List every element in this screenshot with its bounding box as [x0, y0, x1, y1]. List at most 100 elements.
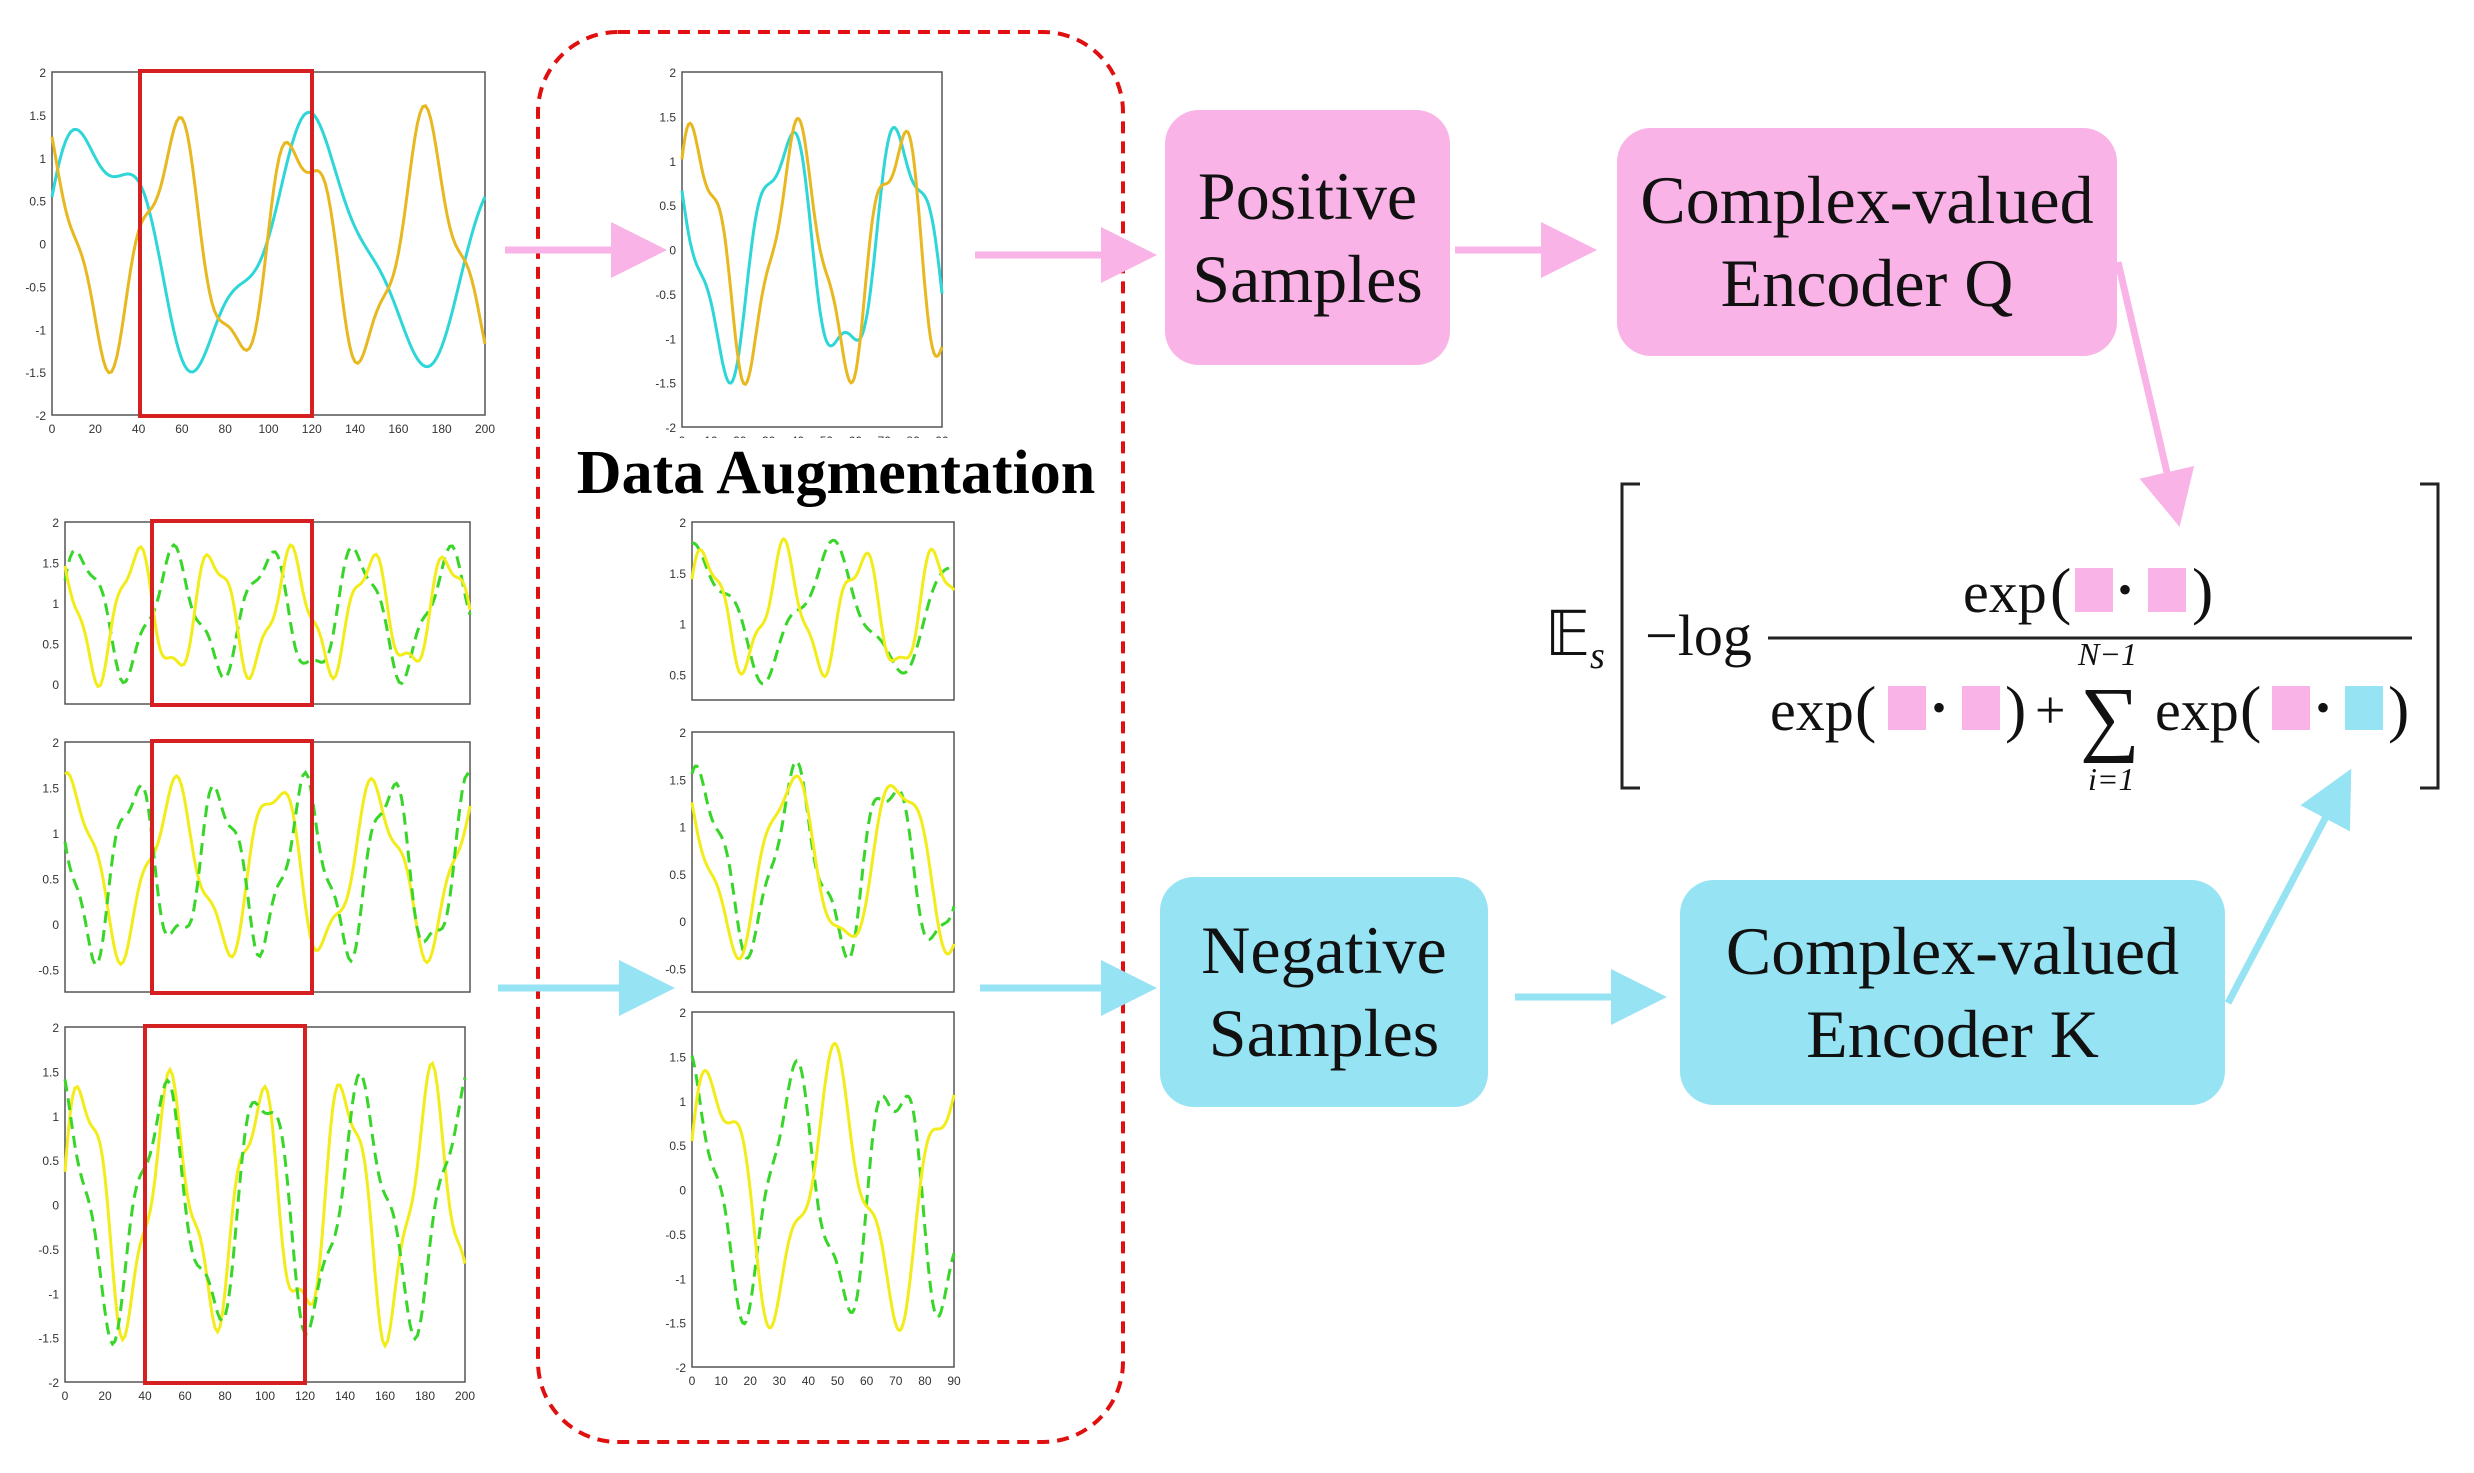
y-tick-label: 1 [679, 1095, 686, 1109]
series-line [690, 1055, 956, 1326]
original-plot-2: 21.510.50 [42, 516, 472, 707]
x-tick-label: 70 [889, 1374, 903, 1388]
numerator-query-square [2075, 568, 2113, 612]
sum-symbol: ∑ [2080, 671, 2140, 764]
y-tick-label: 0 [669, 244, 676, 258]
y-tick-label: 0 [52, 1199, 59, 1213]
sum-lower-limit: i=1 [2088, 761, 2134, 797]
series-line [63, 769, 472, 967]
y-tick-label: -1.5 [665, 1317, 686, 1331]
data-augmentation-label: Data Augmentation [556, 438, 1116, 509]
y-tick-label: 0 [679, 915, 686, 929]
x-tick-label: 180 [432, 422, 452, 436]
y-tick-label: 1 [52, 827, 59, 841]
y-tick-label: -2 [675, 1361, 686, 1375]
selection-window [150, 519, 314, 707]
y-tick-label: -2 [48, 1376, 59, 1390]
series-line [690, 774, 956, 961]
denominator-lparen-1: ( [1855, 673, 1876, 744]
y-tick-label: 1.5 [42, 1065, 59, 1079]
y-tick-label: 2 [52, 736, 59, 750]
x-tick-label: 40 [802, 1374, 816, 1388]
x-tick-label: 20 [89, 422, 103, 436]
x-tick-label: 120 [302, 422, 322, 436]
y-tick-label: 0.5 [669, 669, 686, 683]
positive-samples-line2: Samples [1192, 240, 1423, 317]
y-tick-label: -0.5 [38, 1243, 59, 1257]
series-line [63, 542, 472, 689]
right-bracket [2420, 482, 2440, 790]
x-tick-label: 0 [49, 422, 56, 436]
negative-samples-line1: Negative [1201, 912, 1447, 989]
x-tick-label: 40 [138, 1389, 152, 1403]
y-tick-label: 2 [679, 726, 686, 740]
y-tick-label: 0.5 [659, 199, 676, 213]
y-tick-label: -2 [665, 421, 676, 435]
neg-log: −log [1645, 603, 1752, 668]
y-tick-label: 1 [679, 821, 686, 835]
numerator-exp: exp [1963, 560, 2047, 625]
encoder-q-box: Complex-valued Encoder Q [1617, 128, 2117, 356]
denominator-dot-1: • [1932, 685, 1946, 730]
y-tick-label: 1 [39, 152, 46, 166]
left-bracket [1620, 482, 1640, 790]
encoder-k-box: Complex-valued Encoder K [1680, 880, 2225, 1105]
denominator-positive-key-square [1962, 686, 2000, 730]
expectation-subscript: s [1590, 635, 1605, 677]
x-tick-label: 120 [295, 1389, 315, 1403]
y-tick-label: 0.5 [669, 868, 686, 882]
y-tick-label: -0.5 [665, 1228, 686, 1242]
numerator-dot: • [2118, 567, 2132, 612]
denominator-query-square-2 [2272, 686, 2310, 730]
y-tick-label: 0.5 [29, 195, 46, 209]
x-tick-label: 90 [947, 1374, 961, 1388]
arrow-encoder-k-to-formula [2224, 768, 2352, 1005]
x-tick-label: 50 [831, 1374, 845, 1388]
x-tick-label: 100 [255, 1389, 275, 1403]
y-tick-label: 2 [669, 66, 676, 80]
selection-window [138, 69, 314, 418]
x-tick-label: 40 [132, 422, 146, 436]
y-tick-label: 0.5 [669, 1139, 686, 1153]
y-tick-label: 0 [52, 918, 59, 932]
expectation-symbol: 𝔼 [1545, 601, 1590, 669]
y-tick-label: 1 [52, 597, 59, 611]
x-tick-label: 80 [918, 1374, 932, 1388]
y-tick-label: 1.5 [659, 110, 676, 124]
y-tick-label: 2 [679, 1006, 686, 1020]
encoder-k-line1: Complex-valued [1725, 912, 2180, 989]
plot-frame [64, 1026, 466, 1383]
denominator-exp-1: exp [1770, 678, 1854, 743]
denominator-rparen-2: ) [2388, 673, 2409, 744]
positive-samples-line1: Positive [1197, 157, 1418, 234]
infonce-formula: 𝔼 s −log exp ( • ) exp ( • ) + N−1 ∑ i=1… [1545, 482, 2440, 797]
x-tick-label: 60 [860, 1374, 874, 1388]
y-tick-label: -0.5 [655, 288, 676, 302]
x-tick-label: 200 [475, 422, 495, 436]
denominator-exp-2: exp [2155, 678, 2239, 743]
plot-frame [691, 521, 955, 701]
y-tick-label: 1.5 [42, 781, 59, 795]
plot-frame [64, 521, 471, 705]
y-tick-label: 1.5 [669, 773, 686, 787]
y-tick-label: -2 [35, 409, 46, 423]
negative-samples-box: Negative Samples [1160, 877, 1488, 1107]
selection-window [150, 739, 314, 995]
x-tick-label: 80 [219, 422, 233, 436]
augmented-plot-3: 21.510.50-0.5 [665, 726, 956, 993]
denominator-dot-2: • [2316, 685, 2330, 730]
series-line [63, 543, 472, 686]
series-line [680, 116, 944, 387]
arrow-encoder-q-to-formula [2114, 261, 2195, 527]
series-line [50, 104, 487, 375]
y-tick-label: 0.5 [42, 872, 59, 886]
x-tick-label: 30 [773, 1374, 787, 1388]
numerator-lparen: ( [2050, 555, 2071, 626]
augmentation-container [536, 30, 1125, 1444]
plot-frame [691, 731, 955, 993]
encoder-q-line1: Complex-valued [1640, 162, 2094, 239]
y-tick-label: 0 [39, 238, 46, 252]
